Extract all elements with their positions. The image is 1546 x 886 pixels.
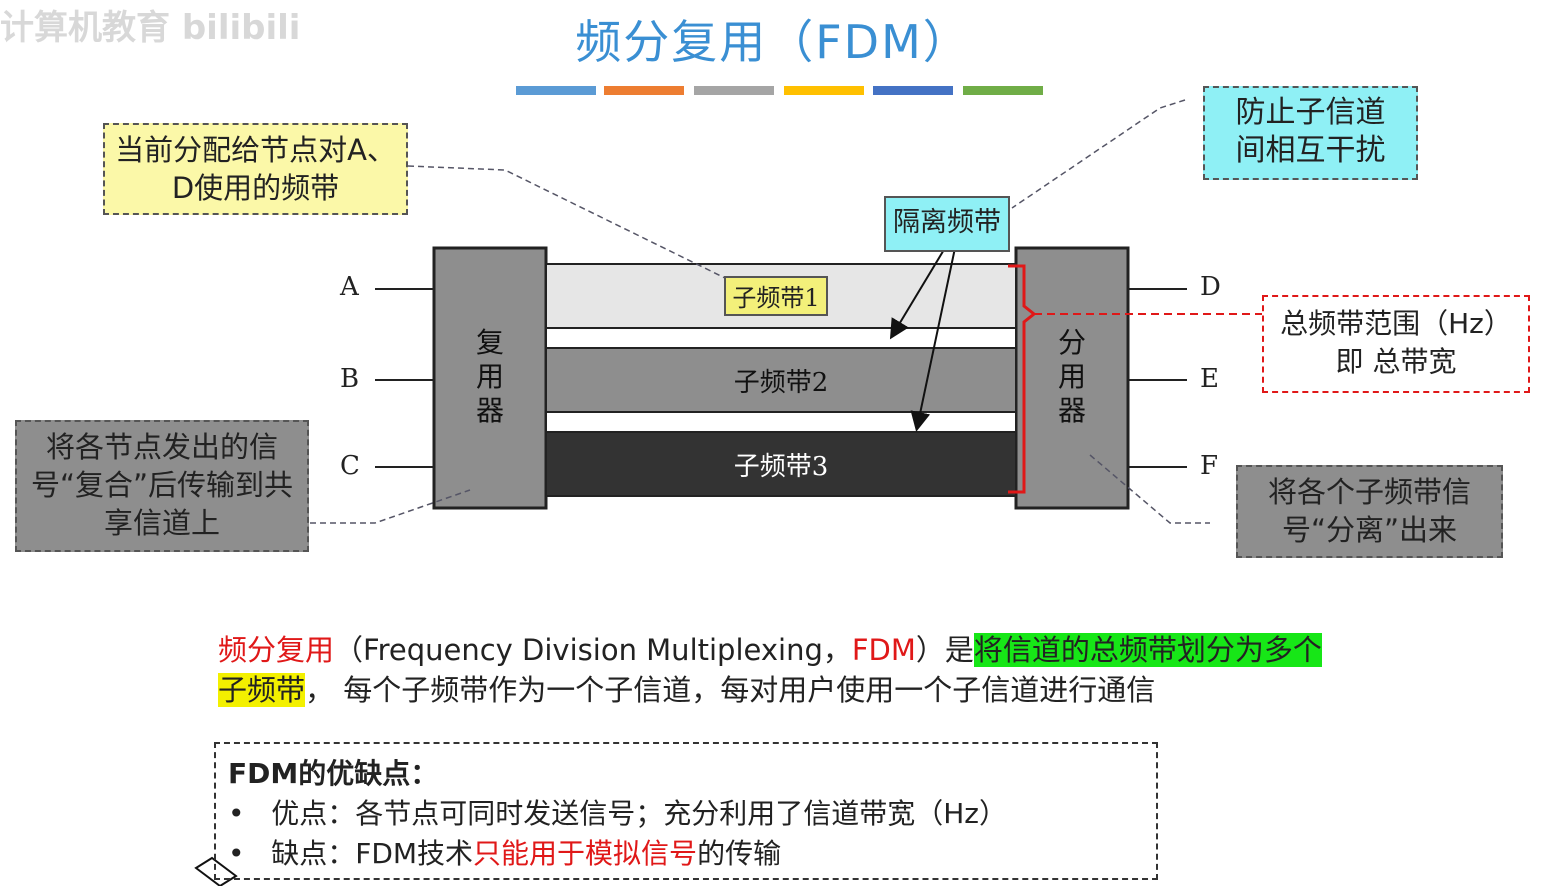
cons-suffix: 的传输 (697, 837, 782, 870)
cons-item: • 缺点：FDM技术只能用于模拟信号的传输 (228, 832, 781, 872)
node-f-label: F (1200, 451, 1219, 481)
guard-band-2 (545, 411, 1017, 433)
pen-cursor-icon (194, 856, 238, 886)
ad-band-leader (407, 165, 726, 279)
demux-desc-callout: 将各个子频带信号“分离”出来 (1236, 465, 1503, 558)
definition-rest: ， 每个子频带作为一个子信道，每对用户使用一个子信道进行通信 (305, 673, 1156, 707)
color-bar-segment (873, 86, 953, 95)
definition-paren-close: ）是 (915, 633, 974, 667)
pros-text: 优点：各节点可同时发送信号；充分利用了信道带宽（Hz） (271, 797, 1007, 830)
cons-prefix: 缺点：FDM技术 (271, 837, 474, 870)
bullet: • (228, 837, 245, 870)
band-3 (545, 431, 1017, 497)
multiplexer-label: 复用器 (475, 326, 504, 427)
definition-abbr: FDM (851, 633, 916, 667)
cons-red-text: 只能用于模拟信号 (473, 837, 698, 870)
band-2 (545, 347, 1017, 413)
definition-highlight-yellow: 子频带 (218, 673, 306, 707)
guard-arrow-1 (889, 247, 946, 340)
node-d-label: D (1200, 272, 1221, 302)
watermark: 计算机教育 bilibili (0, 8, 301, 48)
pros-cons-header: FDM的优缺点： (228, 757, 439, 790)
definition-term: 频分复用 (218, 633, 335, 667)
guard-band-label: 隔离频带 (884, 196, 1010, 252)
color-bar-segment (784, 86, 864, 95)
guard-band-1 (545, 327, 1017, 349)
demultiplexer-label: 分用器 (1057, 326, 1086, 427)
definition-paren-open: （Frequency Division Multiplexing， (334, 633, 852, 667)
node-e-label: E (1200, 364, 1219, 394)
node-c-label: C (340, 451, 360, 481)
color-bar-segment (963, 86, 1043, 95)
band-2-label: 子频带2 (733, 368, 829, 398)
band-3-label: 子频带3 (733, 452, 829, 482)
guard-arrow-2 (910, 247, 956, 432)
bullet: • (228, 797, 245, 830)
page-title: 频分复用（FDM） (575, 15, 971, 69)
pros-cons-box: FDM的优缺点： • 优点：各节点可同时发送信号；充分利用了信道带宽（Hz） •… (214, 742, 1158, 880)
color-bar-segment (516, 86, 596, 95)
band-1-label: 子频带1 (724, 276, 828, 316)
total-bandwidth-callout: 总频带范围（Hz）即 总带宽 (1262, 295, 1530, 393)
pros-item: • 优点：各节点可同时发送信号；充分利用了信道带宽（Hz） (228, 792, 1007, 832)
mux-desc-callout: 将各节点发出的信号“复合”后传输到共享信道上 (15, 420, 309, 552)
demux-leader (1089, 454, 1210, 524)
node-b-label: B (340, 364, 360, 394)
color-bar-segment (694, 86, 774, 95)
node-a-label: A (340, 272, 359, 302)
color-bar-segment (604, 86, 684, 95)
mux-leader (310, 489, 471, 524)
definition-highlight-green: 将信道的总频带划分为多个 (973, 633, 1322, 667)
definition-paragraph: 频分复用（Frequency Division Multiplexing，FDM… (218, 630, 1458, 710)
guard-purpose-leader (1011, 99, 1186, 209)
guard-purpose-callout: 防止子信道间相互干扰 (1203, 86, 1418, 180)
ad-band-callout: 当前分配给节点对A、D使用的频带 (103, 123, 408, 215)
